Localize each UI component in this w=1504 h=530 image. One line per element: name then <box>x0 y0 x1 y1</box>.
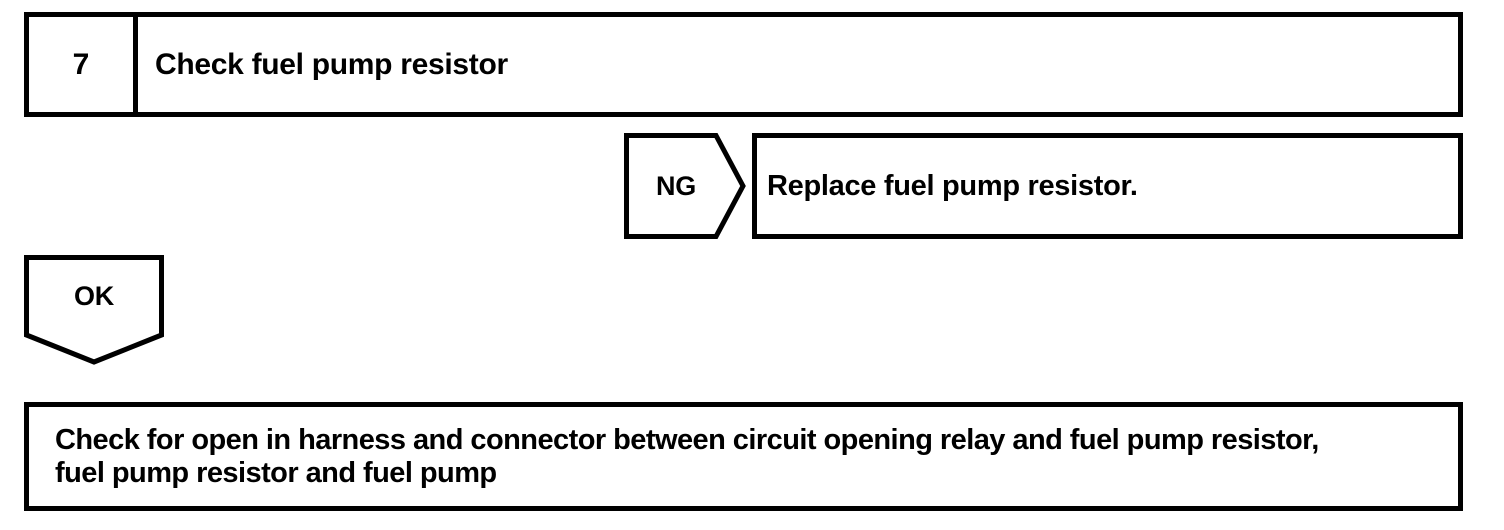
ng-result-box: Replace fuel pump resistor. <box>752 133 1463 239</box>
step-number: 7 <box>72 47 90 81</box>
ok-arrow-icon <box>24 255 164 365</box>
final-action-line-1: Check for open in harness and connector … <box>55 423 1319 456</box>
step-header-box: 7 Check fuel pump resistor <box>24 12 1463 117</box>
ng-arrow-icon <box>624 133 746 239</box>
step-title: Check fuel pump resistor <box>155 47 508 81</box>
final-action-box: Check for open in harness and connector … <box>24 402 1463 511</box>
step-title-cell: Check fuel pump resistor <box>138 17 1458 112</box>
final-action-line-2: fuel pump resistor and fuel pump <box>55 456 497 489</box>
step-number-cell: 7 <box>29 17 138 112</box>
ng-result-text: Replace fuel pump resistor. <box>767 169 1138 202</box>
